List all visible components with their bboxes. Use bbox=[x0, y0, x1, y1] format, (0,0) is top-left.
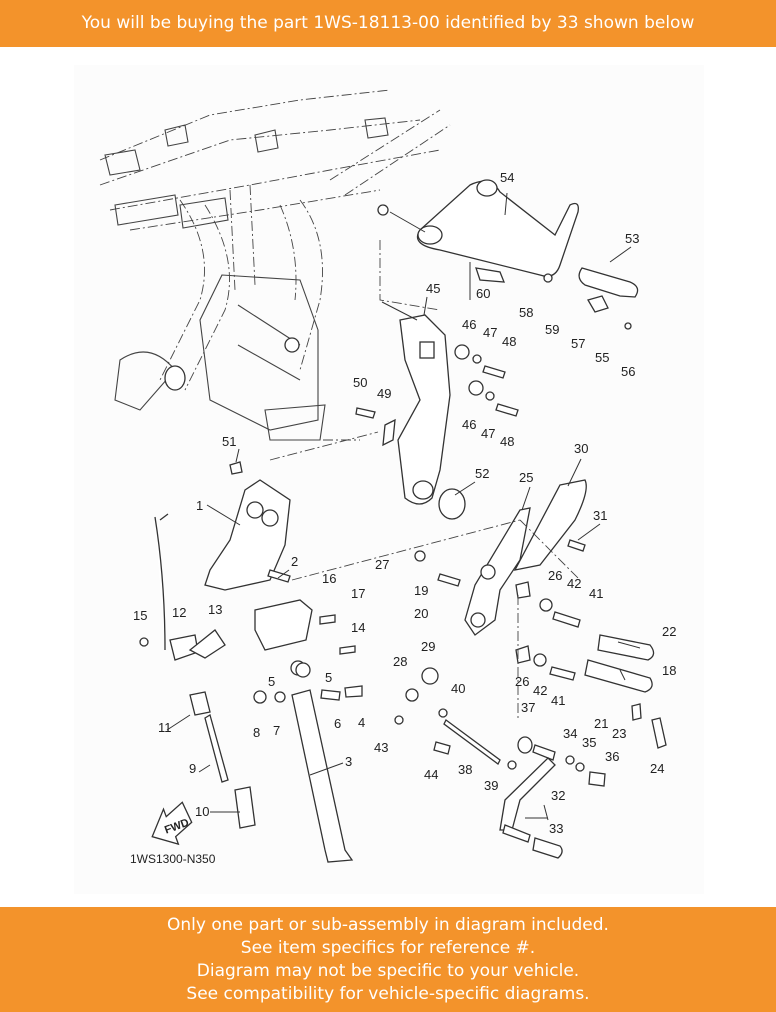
shift-pedal-assembly bbox=[394, 667, 606, 859]
sidestand-assembly bbox=[139, 513, 363, 863]
sidestand-bracket bbox=[204, 479, 291, 591]
callout-15: 15 bbox=[133, 608, 147, 623]
callout-10: 10 bbox=[195, 804, 209, 819]
disclaimer-line-4: See compatibility for vehicle-specific d… bbox=[186, 984, 590, 1004]
leader-lines bbox=[166, 192, 641, 821]
callout-27: 27 bbox=[375, 557, 389, 572]
callout-12: 12 bbox=[172, 605, 186, 620]
callout-30: 30 bbox=[574, 441, 588, 456]
callout-44: 44 bbox=[424, 767, 438, 782]
callout-41: 41 bbox=[589, 586, 603, 601]
purchase-notice: You will be buying the part 1WS-18113-00… bbox=[81, 13, 695, 33]
callout-7: 7 bbox=[273, 723, 280, 738]
callout-34: 34 bbox=[563, 726, 577, 741]
callout-59: 59 bbox=[545, 322, 559, 337]
callout-51: 51 bbox=[222, 434, 236, 449]
callout-35: 35 bbox=[582, 735, 596, 750]
callout-33: 33 bbox=[549, 821, 563, 836]
motorcycle-frame bbox=[99, 89, 451, 441]
callout-14: 14 bbox=[351, 620, 365, 635]
callout-58: 58 bbox=[519, 305, 533, 320]
callout-20: 20 bbox=[414, 606, 428, 621]
callout-17: 17 bbox=[351, 586, 365, 601]
callout-8: 8 bbox=[253, 725, 260, 740]
callout-45: 45 bbox=[426, 281, 440, 296]
callout-47: 47 bbox=[483, 325, 497, 340]
callout-36: 36 bbox=[605, 749, 619, 764]
callout-13: 13 bbox=[208, 602, 222, 617]
callout-19: 19 bbox=[414, 583, 428, 598]
callout-54: 54 bbox=[500, 170, 514, 185]
callout-9: 9 bbox=[189, 761, 196, 776]
callout-32: 32 bbox=[551, 788, 565, 803]
callout-31: 31 bbox=[593, 508, 607, 523]
callout-21: 21 bbox=[594, 716, 608, 731]
callout-5: 5 bbox=[325, 670, 332, 685]
disclaimer-line-2: See item specifics for reference #. bbox=[240, 938, 536, 958]
callout-47: 47 bbox=[481, 426, 495, 441]
callout-6: 6 bbox=[334, 716, 341, 731]
forward-arrow-icon: FWD bbox=[151, 801, 193, 846]
callout-39: 39 bbox=[484, 778, 498, 793]
callout-37: 37 bbox=[521, 700, 535, 715]
callout-5: 5 bbox=[268, 674, 275, 689]
callout-46: 46 bbox=[462, 317, 476, 332]
callout-57: 57 bbox=[571, 336, 585, 351]
top-banner: You will be buying the part 1WS-18113-00… bbox=[0, 0, 776, 47]
callout-3: 3 bbox=[345, 754, 352, 769]
callout-43: 43 bbox=[374, 740, 388, 755]
callout-25: 25 bbox=[519, 470, 533, 485]
callout-28: 28 bbox=[393, 654, 407, 669]
callout-18: 18 bbox=[662, 663, 676, 678]
callout-1: 1 bbox=[196, 498, 203, 513]
callout-23: 23 bbox=[612, 726, 626, 741]
callout-41: 41 bbox=[551, 693, 565, 708]
callout-38: 38 bbox=[458, 762, 472, 777]
callout-60: 60 bbox=[476, 286, 490, 301]
callout-22: 22 bbox=[662, 624, 676, 639]
rider-footrest-bracket bbox=[414, 479, 667, 749]
callout-40: 40 bbox=[451, 681, 465, 696]
callout-49: 49 bbox=[377, 386, 391, 401]
callout-48: 48 bbox=[500, 434, 514, 449]
diagram-panel bbox=[74, 65, 704, 894]
callout-24: 24 bbox=[650, 761, 664, 776]
rear-footrest-assembly bbox=[377, 179, 639, 330]
callout-2: 2 bbox=[291, 554, 298, 569]
callout-42: 42 bbox=[533, 683, 547, 698]
callout-53: 53 bbox=[625, 231, 639, 246]
callout-46: 46 bbox=[462, 417, 476, 432]
callout-50: 50 bbox=[353, 375, 367, 390]
diagram-code: 1WS1300-N350 bbox=[130, 852, 216, 866]
callout-11: 11 bbox=[158, 720, 172, 735]
callout-52: 52 bbox=[475, 466, 489, 481]
callout-56: 56 bbox=[621, 364, 635, 379]
callout-55: 55 bbox=[595, 350, 609, 365]
callout-48: 48 bbox=[502, 334, 516, 349]
disclaimer-line-3: Diagram may not be specific to your vehi… bbox=[196, 961, 580, 981]
footrest-plate bbox=[229, 314, 519, 520]
callout-4: 4 bbox=[358, 715, 365, 730]
callout-16: 16 bbox=[322, 571, 336, 586]
disclaimer-line-1: Only one part or sub-assembly in diagram… bbox=[167, 915, 609, 935]
callout-26: 26 bbox=[548, 568, 562, 583]
callout-42: 42 bbox=[567, 576, 581, 591]
callout-29: 29 bbox=[421, 639, 435, 654]
bottom-banner: Only one part or sub-assembly in diagram… bbox=[0, 907, 776, 1012]
callout-26: 26 bbox=[515, 674, 529, 689]
